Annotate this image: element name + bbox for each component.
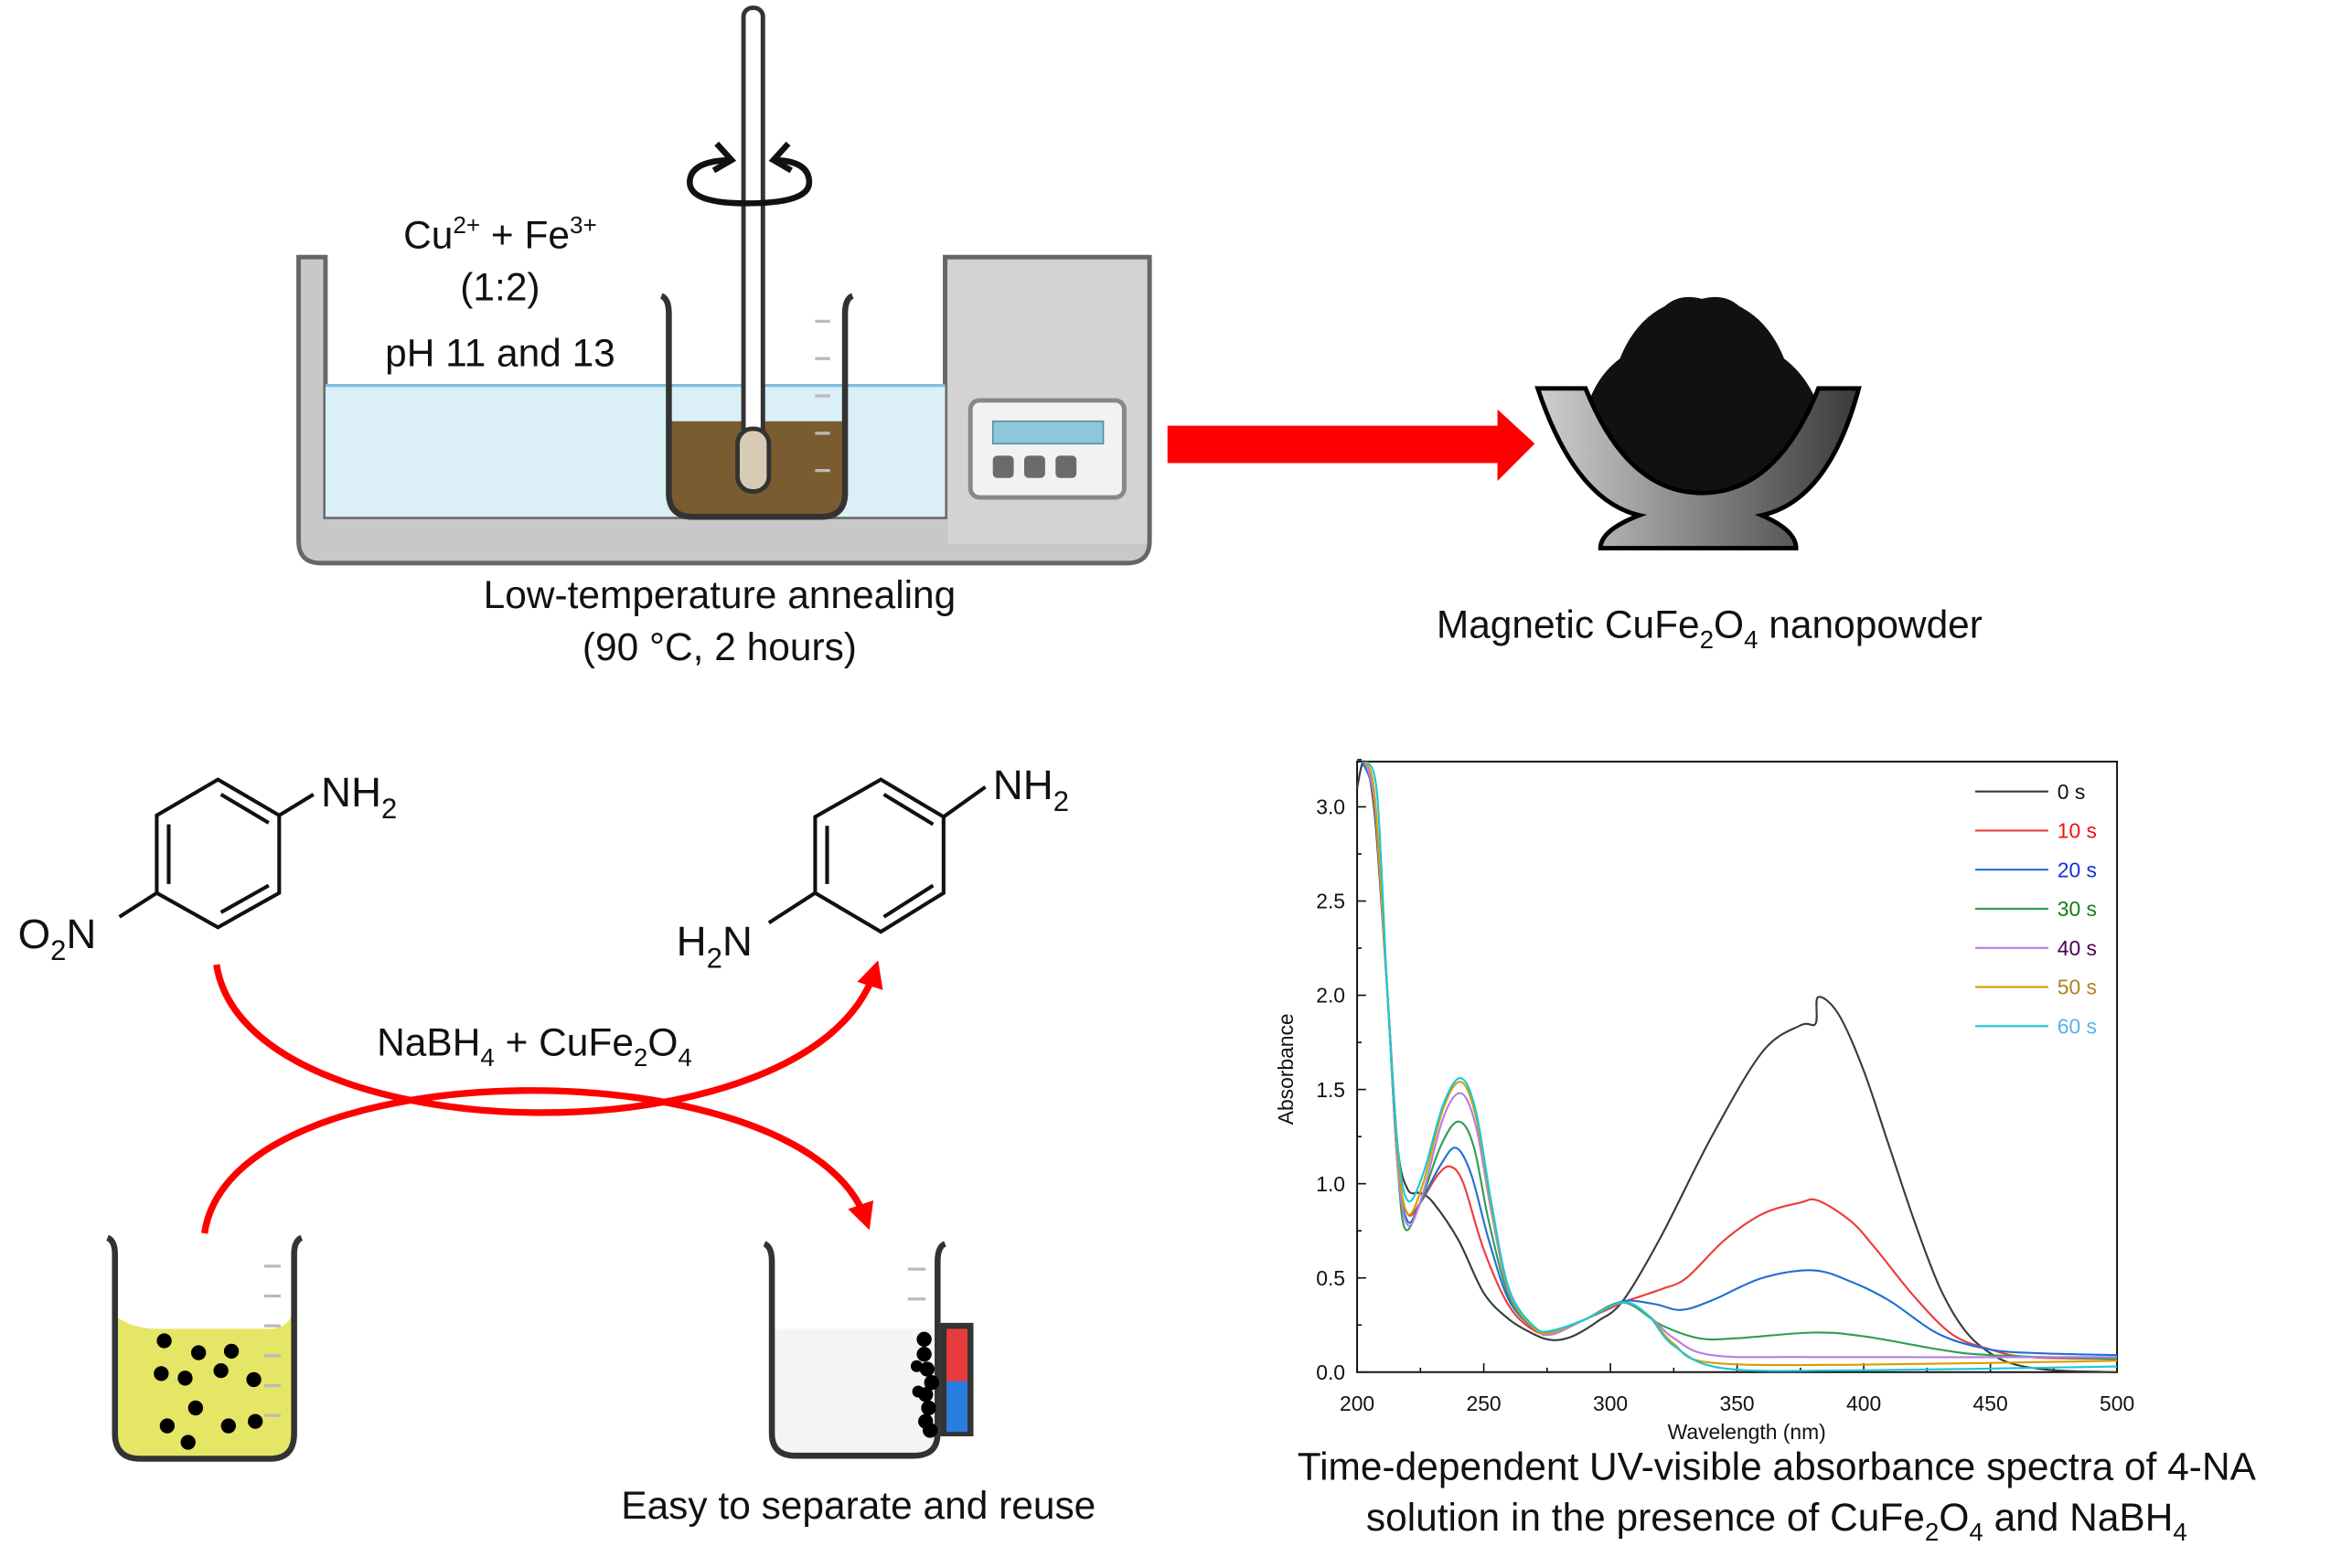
y-tick-label: 2.0 bbox=[1316, 984, 1345, 1008]
rotation-arrow-icon bbox=[687, 141, 813, 207]
reactant-nitro-group: O2N bbox=[18, 911, 97, 966]
magnetic-separation-beaker bbox=[763, 1241, 974, 1459]
recycle-arrow-icon bbox=[201, 1087, 874, 1234]
x-tick-label: 250 bbox=[1467, 1392, 1502, 1415]
reagent-label: NaBH4 + CuFe2O4 bbox=[377, 1021, 692, 1072]
reduction-arrow-icon bbox=[213, 960, 883, 1116]
process-arrow-icon bbox=[1167, 409, 1535, 482]
reaction-beaker bbox=[659, 293, 854, 520]
x-axis-ticks: 200 250 300 350 400 450 500 bbox=[1340, 1362, 2134, 1415]
water-bath-illustration: Cu2+ + Fe3+ (1:2) pH 11 and 13 Low-tempe… bbox=[296, 5, 1152, 668]
nanopowder-mortar-illustration: Magnetic CuFe2O4 nanopowder bbox=[1437, 296, 1983, 654]
process-conditions: (90 °C, 2 hours) bbox=[583, 625, 857, 668]
stirrer-rod bbox=[741, 5, 765, 488]
reagents-label: Cu2+ + Fe3+ bbox=[403, 211, 597, 256]
reuse-label: Easy to separate and reuse bbox=[621, 1484, 1096, 1527]
legend-label: 10 s bbox=[2058, 819, 2097, 843]
catalyst-particles bbox=[154, 1333, 263, 1450]
series-line-40s bbox=[1363, 761, 2118, 1359]
product-p-phenylenediamine bbox=[767, 777, 987, 934]
panel-button bbox=[992, 455, 1014, 478]
plot-frame bbox=[1356, 761, 2119, 1373]
stirrer-bulb bbox=[735, 426, 772, 494]
x-tick-label: 300 bbox=[1593, 1392, 1628, 1415]
reactant-4-nitroaniline bbox=[118, 777, 315, 930]
x-tick-label: 450 bbox=[1973, 1392, 2008, 1415]
legend-label: 0 s bbox=[2058, 780, 2085, 804]
uv-vis-chart: 200 250 300 350 400 450 500 0.0 0.5 1.0 1.5 2.0 2.5… bbox=[1274, 759, 2134, 1444]
product-amine-group: NH2 bbox=[993, 762, 1069, 817]
series-line-0s bbox=[1356, 760, 2118, 1373]
panel-button bbox=[1024, 455, 1045, 478]
y-tick-label: 0.5 bbox=[1316, 1266, 1345, 1290]
legend-label: 20 s bbox=[2058, 858, 2097, 881]
y-axis-ticks: 0.0 0.5 1.0 1.5 2.0 2.5 3.0 bbox=[1316, 759, 1366, 1384]
series-line-50s bbox=[1363, 761, 2118, 1367]
chart-caption-line2: solution in the presence of CuFe2O4 and … bbox=[1366, 1496, 2187, 1546]
legend-label: 30 s bbox=[2058, 897, 2097, 921]
x-tick-label: 500 bbox=[2100, 1392, 2134, 1415]
legend-label: 60 s bbox=[2058, 1014, 2097, 1038]
panel-button bbox=[1055, 455, 1077, 478]
y-tick-label: 2.5 bbox=[1316, 890, 1345, 913]
ph-label: pH 11 and 13 bbox=[385, 331, 615, 374]
collected-particles bbox=[910, 1331, 939, 1438]
x-axis-label: Wavelength (nm) bbox=[1668, 1420, 1826, 1444]
series-line-30s bbox=[1363, 761, 2118, 1360]
y-tick-label: 3.0 bbox=[1316, 795, 1345, 819]
series-line-60s bbox=[1366, 761, 2118, 1372]
powder-pile bbox=[1582, 296, 1825, 511]
legend-label: 50 s bbox=[2058, 976, 2097, 999]
beaker-graduations bbox=[815, 319, 830, 473]
product-label: Magnetic CuFe2O4 nanopowder bbox=[1437, 603, 1983, 653]
y-axis-label: Absorbance bbox=[1274, 1013, 1298, 1125]
product-amine-group-2: H2N bbox=[677, 918, 753, 974]
x-tick-label: 400 bbox=[1846, 1392, 1881, 1415]
display-screen bbox=[991, 420, 1105, 445]
x-tick-label: 200 bbox=[1340, 1392, 1374, 1415]
mortar bbox=[1534, 386, 1862, 550]
x-tick-label: 350 bbox=[1720, 1392, 1755, 1415]
y-tick-label: 1.0 bbox=[1316, 1172, 1345, 1196]
series-lines bbox=[1356, 760, 2118, 1373]
series-line-10s bbox=[1361, 761, 2118, 1360]
series-line-20s bbox=[1361, 761, 2118, 1357]
chart-caption-line1: Time-dependent UV-visible absorbance spe… bbox=[1298, 1445, 2257, 1488]
y-tick-label: 0.0 bbox=[1316, 1360, 1345, 1384]
y-tick-label: 1.5 bbox=[1316, 1078, 1345, 1102]
bath-water bbox=[325, 385, 946, 517]
ratio-label: (1:2) bbox=[460, 266, 540, 309]
reactant-amine-group: NH2 bbox=[321, 769, 397, 825]
dispersed-catalyst-beaker bbox=[106, 1234, 304, 1462]
process-label: Low-temperature annealing bbox=[484, 573, 957, 616]
control-panel bbox=[967, 398, 1127, 500]
legend: 0 s 10 s 20 s 30 s 40 s 50 s 60 s bbox=[1975, 780, 2097, 1038]
legend-label: 40 s bbox=[2058, 936, 2097, 960]
